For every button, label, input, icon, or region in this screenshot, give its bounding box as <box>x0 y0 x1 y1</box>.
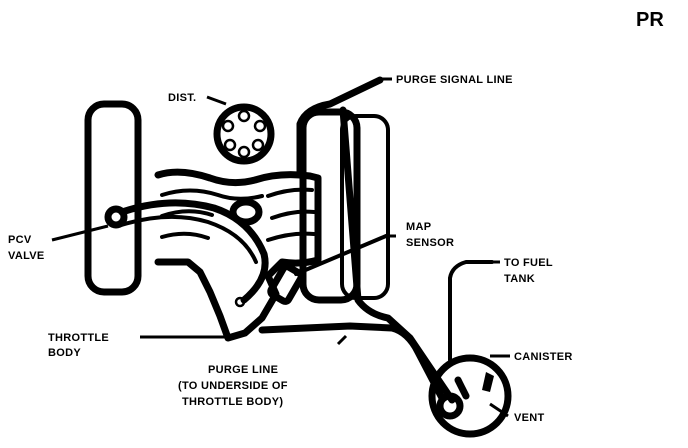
leader-lines <box>51 77 510 418</box>
throttle-label-line2: BODY <box>48 347 81 359</box>
purge-signal-line-label: PURGE SIGNAL LINE <box>396 74 513 86</box>
left-valve-cover <box>84 100 142 296</box>
map-label-line2: SENSOR <box>406 237 454 249</box>
purge-signal-line <box>296 76 456 404</box>
vent-label: VENT <box>514 412 545 424</box>
intake-manifold <box>154 168 322 342</box>
purge-line-label-line1: PURGE LINE <box>208 364 278 376</box>
pcv-label-line2: VALVE <box>8 250 45 262</box>
fuel-tank-line <box>448 260 494 362</box>
throttle-label-line1: THROTTLE <box>48 332 109 344</box>
canister-label: CANISTER <box>514 351 573 363</box>
to-fuel-label-line2: TANK <box>504 273 535 285</box>
corner-text: PR <box>636 9 664 31</box>
right-valve-cover <box>299 108 390 304</box>
pcv-hose <box>104 199 269 308</box>
to-fuel-label-line1: TO FUEL <box>504 257 553 269</box>
canister-icon <box>428 354 512 438</box>
map-sensor <box>267 234 388 305</box>
purge-line-label-line3: THROTTLE BODY) <box>182 396 283 408</box>
map-label-line1: MAP <box>406 221 431 233</box>
purge-line <box>258 322 446 402</box>
distributor-cap-icon <box>213 103 275 165</box>
dist-label: DIST. <box>168 92 196 104</box>
purge-line-label-line2: (TO UNDERSIDE OF <box>178 380 288 392</box>
pcv-label-line1: PCV <box>8 234 32 246</box>
